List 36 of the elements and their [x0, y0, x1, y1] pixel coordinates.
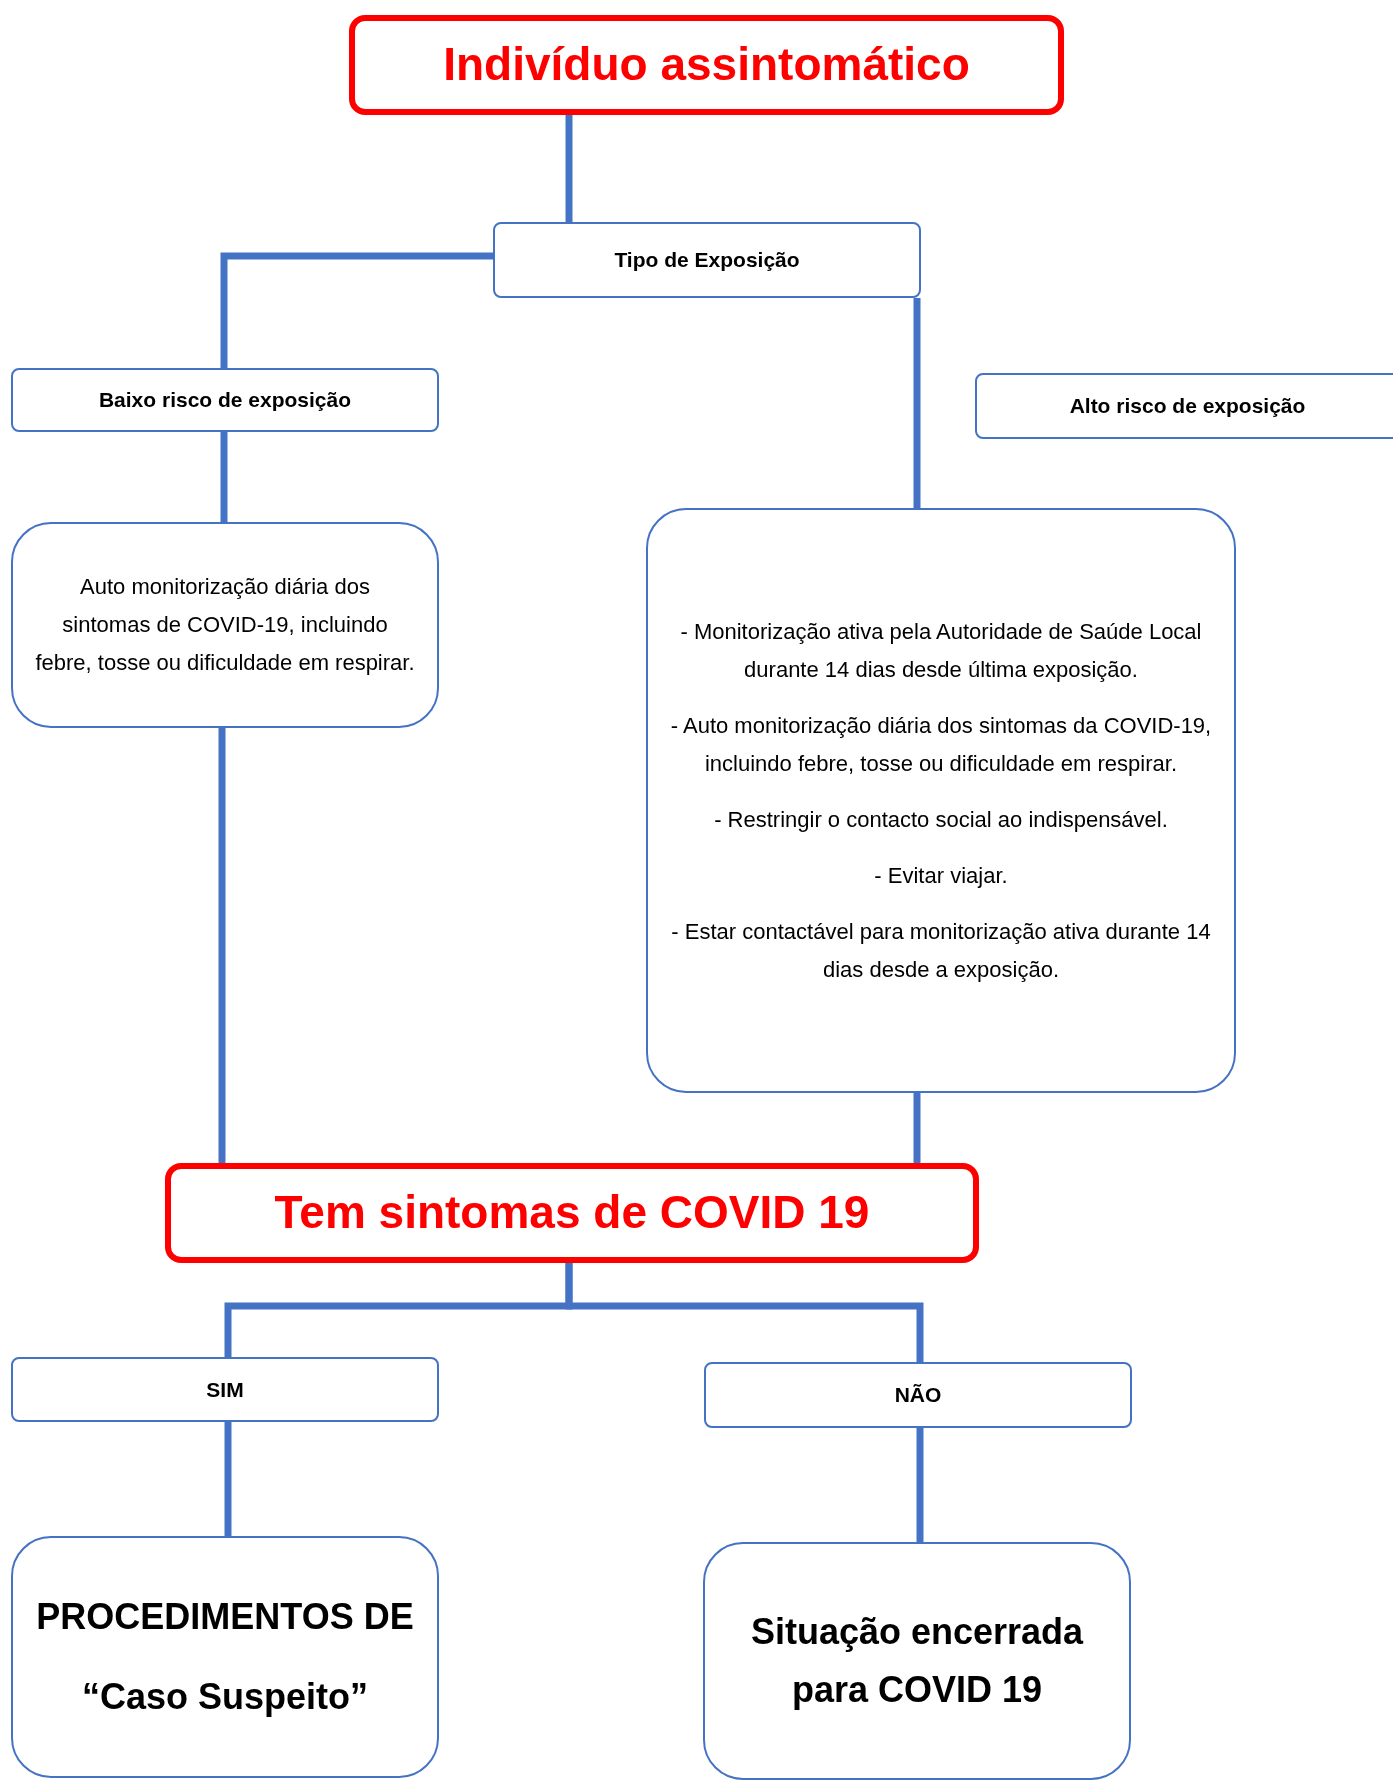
result-box [11, 1536, 439, 1778]
info-text: - Evitar viajar. [874, 861, 1008, 890]
box-label: Alto risco de exposição [1069, 393, 1306, 420]
connector-line [220, 432, 228, 522]
result-text: PROCEDIMENTOS DE [36, 1595, 414, 1639]
label-box [704, 1362, 1132, 1428]
connector-line [565, 115, 573, 222]
info-text: - Monitorização ativa pela Autoridade de Saúde Local durante 14 dias desde última exposição. [679, 617, 1203, 684]
info-text: Auto monitorização diária dos sintomas de COVID-19, incluindo febre, tosse ou dificuldade em respirar. [35, 573, 415, 677]
result-box [703, 1542, 1131, 1780]
title-text: Indivíduo assintomático [443, 37, 970, 93]
connector-line [913, 298, 921, 508]
result-text: “Caso Suspeito” [81, 1675, 369, 1719]
box-label: SIM [206, 1376, 244, 1403]
title-box [165, 1163, 979, 1263]
info-text: - Auto monitorização diária dos sintomas da COVID-19, incluindo febre, tosse ou dificuldade em respirar. [670, 711, 1212, 778]
connector-line [916, 1428, 924, 1542]
info-text: - Estar contactável para monitorização ativa durante 14 dias desde a exposição. [670, 917, 1212, 984]
label-box [11, 368, 439, 432]
label-box [493, 222, 921, 298]
connector-line [224, 1422, 232, 1536]
connector-line [220, 252, 493, 368]
info-text: - Restringir o contacto social ao indispensável. [714, 805, 1168, 834]
connector-line [565, 1263, 924, 1362]
connector-line [913, 1093, 921, 1163]
result-text: Situação encerrada para COVID 19 [749, 1610, 1085, 1712]
box-label: Baixo risco de exposição [98, 387, 352, 414]
info-box [646, 508, 1236, 1093]
box-label: Tipo de Exposição [614, 247, 800, 274]
title-box [349, 15, 1064, 115]
connector-line [218, 728, 226, 1163]
title-text: Tem sintomas de COVID 19 [274, 1185, 870, 1241]
box-label: NÃO [894, 1382, 942, 1409]
info-box [11, 522, 439, 728]
label-box [11, 1357, 439, 1422]
label-box [975, 373, 1393, 439]
